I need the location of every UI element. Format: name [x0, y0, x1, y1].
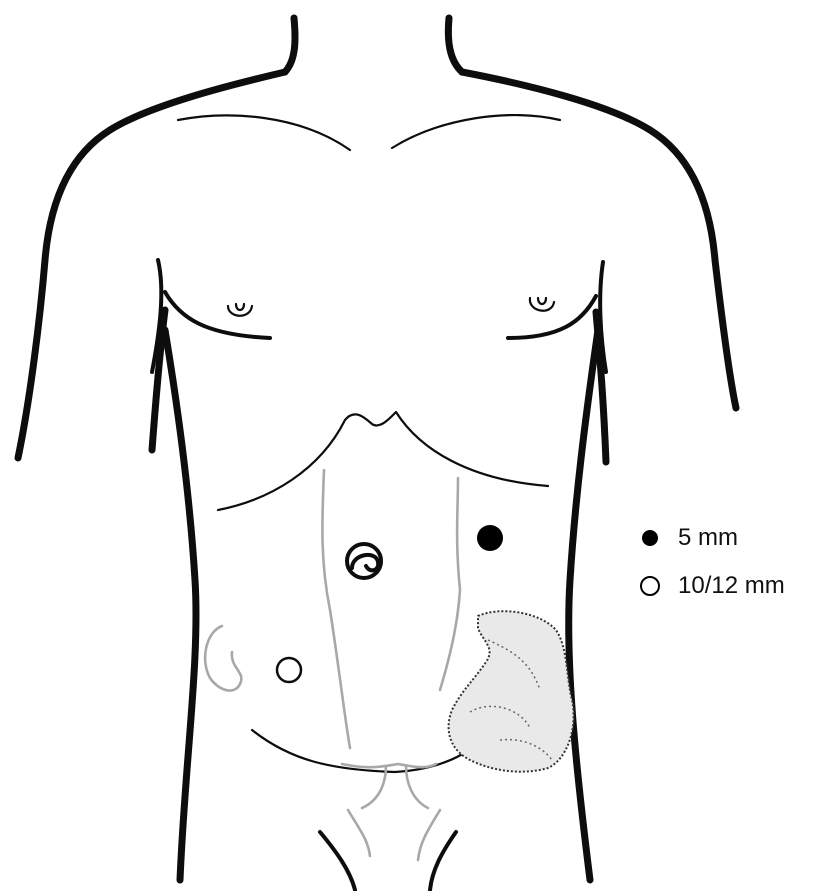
- legend-item-10-12mm: 10/12 mm: [636, 566, 785, 606]
- filled-circle-icon: [642, 530, 658, 546]
- rectus-line-left: [322, 470, 350, 748]
- right-collarbone: [392, 115, 560, 148]
- rectus-line-right: [440, 478, 460, 690]
- neck-left-outline: [285, 18, 295, 72]
- groin-grey: [348, 810, 440, 860]
- neck-right-outline: [448, 18, 462, 72]
- left-collarbone: [178, 115, 350, 150]
- legend-item-5mm: 5 mm: [636, 518, 785, 558]
- iliac-crest: [205, 626, 241, 691]
- port-10-12mm-marker: [277, 658, 301, 682]
- right-groin-line: [430, 832, 456, 890]
- legend-label-5mm: 5 mm: [678, 524, 738, 552]
- right-nipple: [530, 298, 554, 311]
- hollow-circle-icon: [640, 576, 660, 596]
- port-size-legend: 5 mm 10/12 mm: [636, 518, 785, 614]
- right-torso-side: [569, 330, 598, 880]
- left-torso-side: [165, 330, 196, 880]
- umbilicus-inner: [352, 555, 378, 570]
- left-nipple: [228, 304, 252, 316]
- lower-abdomen-curve: [252, 730, 482, 772]
- pubic-region-grey: [342, 764, 436, 808]
- legend-label-10-12mm: 10/12 mm: [678, 572, 785, 600]
- right-pectoral-line: [508, 296, 596, 338]
- left-shoulder-arm-outline: [18, 72, 285, 458]
- stippled-organ-illustration: [449, 611, 574, 772]
- left-pectoral-line: [165, 292, 270, 338]
- ribcage-border: [218, 412, 548, 510]
- port-5mm-marker: [477, 525, 503, 551]
- left-groin-line: [320, 832, 355, 890]
